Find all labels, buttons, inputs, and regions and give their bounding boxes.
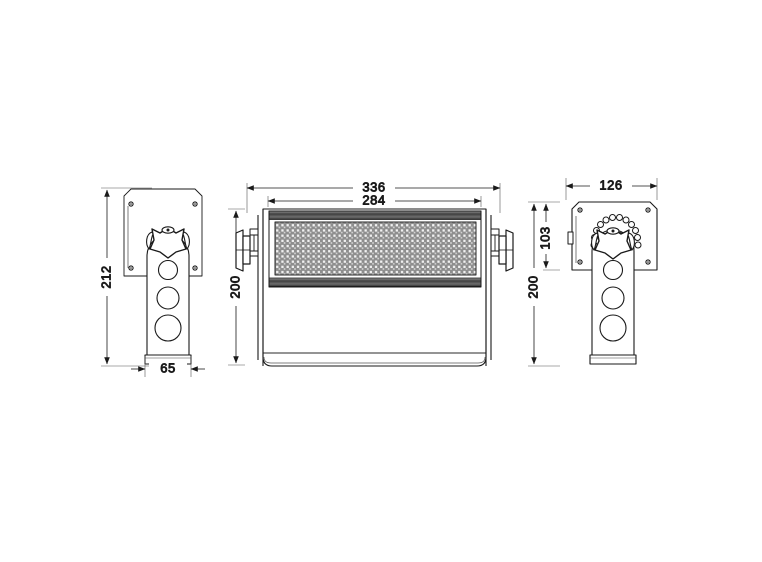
arm-hole-1	[157, 259, 179, 281]
arm-hole-r1	[602, 259, 624, 281]
arm-hole-2	[156, 286, 180, 310]
star-knob-right	[594, 228, 632, 260]
yoke-arm-right-front	[485, 209, 500, 366]
knob-handle-left-right-view	[591, 232, 599, 251]
hex-bolt-left	[235, 229, 251, 272]
connector-nub	[567, 231, 574, 245]
knob-handle-right-right-view	[627, 232, 635, 251]
knob-handle-left	[146, 231, 154, 250]
knob-handle-right	[182, 231, 190, 250]
dimension-103: 103	[537, 203, 555, 269]
dim-label-65: 65	[160, 360, 175, 375]
star-knob-left	[149, 227, 187, 259]
dim-label-103: 103	[537, 226, 552, 249]
dimension-284: 284	[267, 192, 482, 210]
dim-label-126: 126	[599, 177, 622, 192]
base-plate-right	[589, 354, 637, 365]
dimension-212: 212	[98, 189, 116, 365]
dimension-65: 65	[131, 360, 205, 378]
extension-lines-212	[101, 187, 152, 367]
heatsink-strip-top	[268, 210, 482, 220]
housing-screws-right	[577, 207, 651, 265]
dim-label-212: 212	[98, 265, 113, 288]
dimension-200-right: 200	[525, 203, 543, 365]
arm-hole-r3	[599, 314, 627, 342]
housing-screws	[128, 201, 198, 271]
yoke-arm-left-front	[249, 209, 264, 366]
center-front-view: 336 284 200	[227, 179, 514, 367]
heatsink-strip-bottom	[268, 277, 482, 287]
hex-bolt-right	[498, 229, 514, 272]
dim-label-284: 284	[362, 192, 385, 207]
dim-label-200-center: 200	[227, 275, 242, 298]
dimension-126: 126	[565, 177, 658, 195]
arm-hole-r2	[601, 286, 625, 310]
right-side-view: 126 103 200	[525, 177, 658, 367]
arm-hole-3	[154, 314, 182, 342]
led-matrix-panel	[274, 221, 477, 276]
dim-label-200-right: 200	[525, 275, 540, 298]
dim-label-336: 336	[362, 179, 385, 194]
led-panel-frame	[268, 210, 482, 288]
left-side-view: 212	[98, 187, 205, 378]
